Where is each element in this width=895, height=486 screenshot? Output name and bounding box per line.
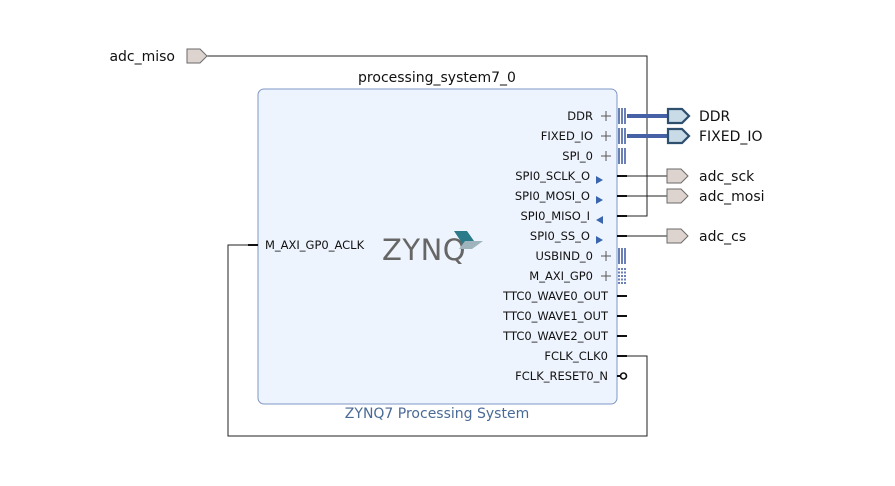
bus-pin-ddr[interactable]: [618, 108, 626, 124]
wire-fclk-clk0-to-aclk[interactable]: [227, 244, 648, 437]
expand-plus-icon-ddr[interactable]: [601, 111, 611, 121]
external-port-label-adc-sck: adc_sck: [699, 169, 755, 185]
output-arrow-icon-ss: [596, 236, 603, 244]
port-label-m-axi-gp0-aclk: M_AXI_GP0_ACLK: [265, 238, 365, 252]
port-label-ttc0-wave0-out: TTC0_WAVE0_OUT: [502, 289, 609, 303]
bus-pin-m-axi-gp0[interactable]: [618, 268, 626, 284]
external-port-label-adc-cs: adc_cs: [699, 229, 746, 245]
active-low-bubble-icon: [619, 372, 628, 380]
zynq-logo-accent-light-icon: [459, 241, 483, 249]
output-arrow-icon-sclk: [596, 176, 603, 184]
zynq-logo-text: ZYNQ: [382, 233, 466, 267]
bus-pin-fixed-io[interactable]: [618, 128, 626, 144]
output-arrow-icon-mosi: [596, 196, 603, 204]
block-ip-name: ZYNQ7 Processing System: [345, 406, 529, 422]
port-label-fclk-clk0: FCLK_CLK0: [544, 349, 608, 363]
port-label-m-axi-gp0: M_AXI_GP0: [529, 269, 593, 283]
external-port-label-ddr: DDR: [699, 109, 731, 125]
zynq-logo: ZYNQ: [382, 231, 483, 267]
expand-plus-icon-usbind-0[interactable]: [601, 251, 611, 261]
external-port-label-adc-miso: adc_miso: [109, 49, 175, 65]
port-label-ddr: DDR: [567, 109, 593, 123]
external-port-label-adc-mosi: adc_mosi: [699, 189, 765, 205]
port-label-spi0-ss-o: SPI0_SS_O: [530, 229, 590, 243]
external-bus-port-icon-ddr[interactable]: [666, 107, 691, 125]
bus-pin-spi-0[interactable]: [618, 148, 626, 164]
port-label-ttc0-wave1-out: TTC0_WAVE1_OUT: [502, 309, 609, 323]
external-port-icon-adc-sck[interactable]: [666, 168, 689, 184]
port-label-usbind-0: USBIND_0: [535, 249, 593, 263]
expand-plus-icon-fixed-io[interactable]: [601, 131, 611, 141]
port-label-spi0-miso-i: SPI0_MISO_I: [521, 209, 591, 223]
external-port-icon-adc-miso[interactable]: [186, 48, 208, 64]
port-label-spi0-mosi-o: SPI0_MOSI_O: [515, 189, 590, 203]
external-port-label-fixed-io: FIXED_IO: [699, 129, 763, 145]
expand-plus-icon-spi-0[interactable]: [601, 151, 611, 161]
zynq-processing-system-block[interactable]: [257, 88, 618, 405]
external-port-icon-adc-cs[interactable]: [666, 228, 689, 244]
expand-plus-icon-m-axi-gp0[interactable]: [601, 271, 611, 281]
port-label-spi-0: SPI_0: [562, 149, 593, 163]
port-label-fclk-reset0-n: FCLK_RESET0_N: [515, 369, 608, 383]
block-instance-name: processing_system7_0: [358, 70, 516, 86]
port-label-fixed-io: FIXED_IO: [541, 129, 593, 143]
pin-fclk-reset0-n[interactable]: [617, 372, 628, 380]
bus-pin-usbind-0[interactable]: [618, 248, 626, 264]
input-arrow-icon-miso: [596, 216, 603, 224]
port-label-ttc0-wave2-out: TTC0_WAVE2_OUT: [502, 329, 609, 343]
port-label-spi0-sclk-o: SPI0_SCLK_O: [515, 169, 590, 183]
external-bus-port-icon-fixed-io[interactable]: [666, 127, 691, 145]
external-port-icon-adc-mosi[interactable]: [666, 188, 689, 204]
